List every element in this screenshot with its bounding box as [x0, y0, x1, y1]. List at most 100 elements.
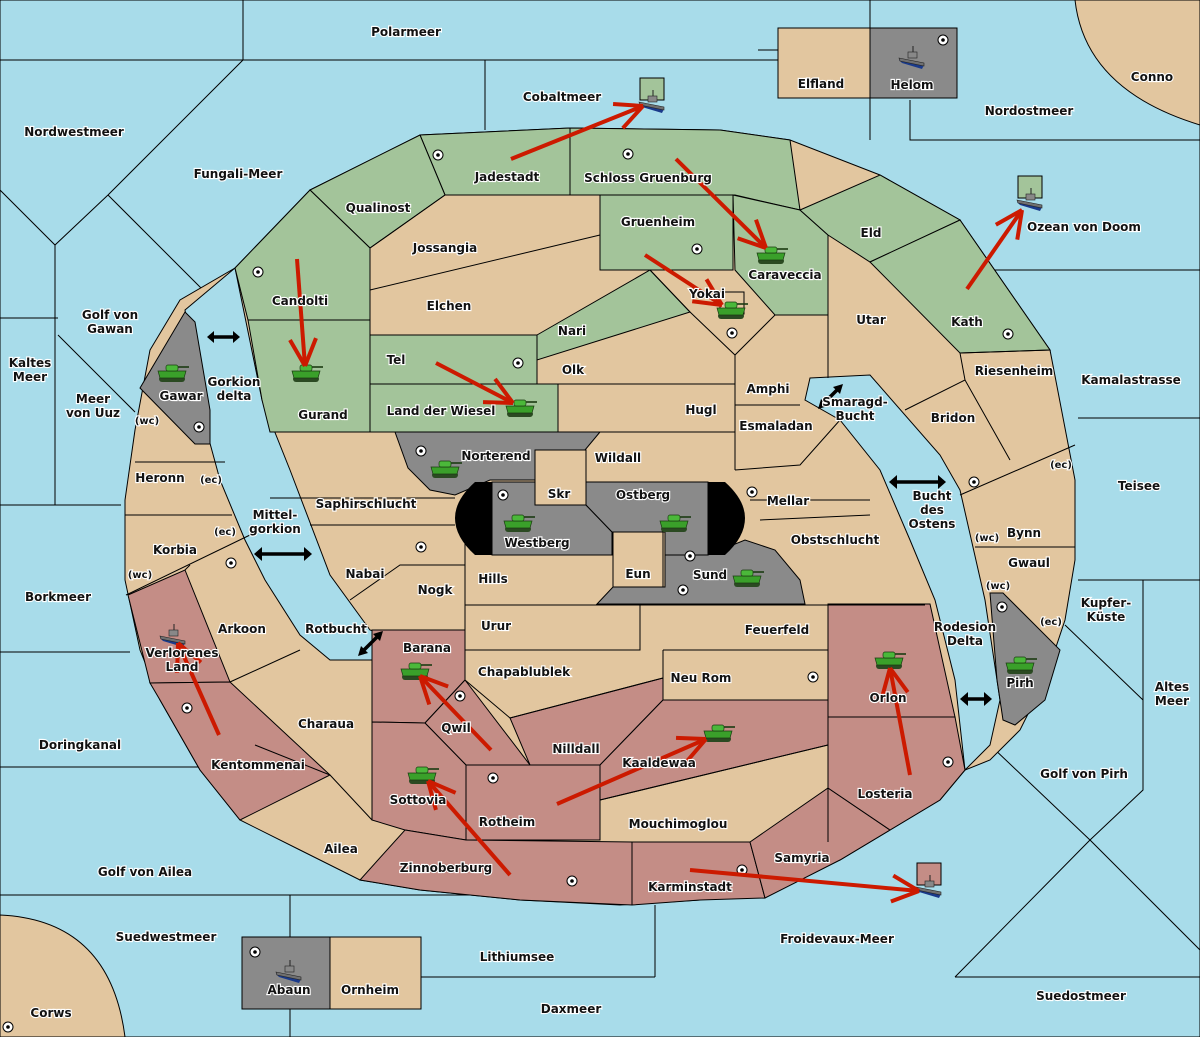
label-conno: Conno: [1131, 70, 1173, 84]
supply-center-icon: [454, 690, 466, 702]
army-tank-icon[interactable]: [756, 246, 788, 264]
label-utar: Utar: [856, 313, 886, 327]
label-nilldall: Nilldall: [552, 742, 599, 756]
impassable-west: [455, 482, 492, 555]
supply-center-icon: [1002, 328, 1014, 340]
label-urur: Urur: [481, 619, 511, 633]
province-eun[interactable]: [612, 531, 664, 588]
army-tank-icon[interactable]: [505, 399, 537, 417]
fleet-icon[interactable]: [915, 875, 942, 898]
label-korbia: Korbia: [153, 543, 197, 557]
supply-center-icon: [2, 1021, 14, 1033]
label-feuerfeld: Feuerfeld: [745, 623, 810, 637]
label-nogk: Nogk: [418, 583, 454, 597]
supply-center-icon: [432, 149, 444, 161]
label-candolti: Candolti: [272, 294, 328, 308]
label-gruenheim: Gruenheim: [621, 215, 695, 229]
supply-center-icon: [622, 148, 634, 160]
army-tank-icon[interactable]: [1005, 656, 1037, 674]
label-sottovia: Sottovia: [390, 793, 447, 807]
label-hugl: Hugl: [685, 403, 716, 417]
province-zinnoberburg[interactable]: [359, 829, 633, 906]
supply-center-icon: [677, 584, 689, 596]
supply-center-icon: [942, 756, 954, 768]
supply-center-icon: [252, 266, 264, 278]
units: [157, 46, 1043, 983]
province-norterend[interactable]: [394, 431, 602, 496]
province-jadestadt[interactable]: [419, 127, 571, 196]
label-zinnoberburg: Zinnoberburg: [400, 861, 492, 875]
label-gwaul: Gwaul: [1008, 556, 1050, 570]
coast-tag-ec: (ec): [214, 527, 236, 538]
supply-center-icon: [415, 541, 427, 553]
label-esmaladan: Esmaladan: [739, 419, 812, 433]
label-kupfer-k-ste: Kupfer-Küste: [1081, 596, 1131, 624]
label-froidevaux-meer: Froidevaux-Meer: [780, 932, 894, 946]
label-suedwestmeer: Suedwestmeer: [116, 930, 217, 944]
province-ornheim[interactable]: [329, 936, 422, 1010]
label-elfland: Elfland: [798, 77, 844, 91]
label-riesenheim: Riesenheim: [975, 364, 1054, 378]
supply-center-icon: [996, 601, 1008, 613]
label-ozean-von-doom: Ozean von Doom: [1027, 220, 1141, 234]
label-jossangia: Jossangia: [412, 241, 477, 255]
label-kentommenai: Kentommenai: [211, 758, 305, 772]
province-samyria[interactable]: [749, 787, 891, 899]
label-ailea: Ailea: [324, 842, 358, 856]
army-tank-icon[interactable]: [874, 651, 906, 669]
label-ornheim: Ornheim: [341, 983, 399, 997]
province-karminstadt[interactable]: [631, 841, 766, 906]
label-karminstadt: Karminstadt: [648, 880, 732, 894]
label-samyria: Samyria: [774, 851, 829, 865]
army-tank-icon[interactable]: [407, 766, 439, 784]
fleet-icon[interactable]: [275, 960, 302, 983]
label-doringkanal: Doringkanal: [39, 738, 121, 752]
fleet-icon[interactable]: [1016, 188, 1043, 211]
label-suedostmeer: Suedostmeer: [1036, 989, 1126, 1003]
province-skr[interactable]: [534, 449, 587, 506]
order-arrow: [435, 361, 515, 405]
army-tank-icon[interactable]: [291, 364, 323, 382]
label-mouchimoglou: Mouchimoglou: [629, 817, 728, 831]
order-arrow: [880, 666, 912, 776]
order-arrow: [643, 253, 724, 307]
province-conno[interactable]: [1074, 0, 1200, 126]
army-tank-icon[interactable]: [430, 460, 462, 478]
label-hills: Hills: [478, 572, 508, 586]
province-corws[interactable]: [0, 914, 126, 1037]
neutral-borders: [125, 194, 1076, 842]
label-sund: Sund: [693, 568, 727, 582]
army-tank-icon[interactable]: [157, 364, 189, 382]
army-tank-icon[interactable]: [503, 514, 535, 532]
label-golf-von-ailea: Golf von Ailea: [98, 865, 192, 879]
label-gurand: Gurand: [298, 408, 348, 422]
label-tel: Tel: [387, 353, 406, 367]
province-elfland[interactable]: [777, 27, 871, 99]
order-arrow: [175, 641, 221, 736]
label-kath: Kath: [951, 315, 983, 329]
province-gruenheim[interactable]: [599, 194, 734, 271]
order-arrow: [426, 779, 512, 877]
supply-center-icon: [746, 486, 758, 498]
label-norterend: Norterend: [461, 449, 530, 463]
supply-center-icon: [691, 243, 703, 255]
army-tank-icon[interactable]: [716, 301, 748, 319]
fleet-icon[interactable]: [898, 46, 925, 69]
label-losteria: Losteria: [857, 787, 912, 801]
army-tank-icon[interactable]: [703, 724, 735, 742]
army-tank-icon[interactable]: [732, 569, 764, 587]
coast-tag-ec: (ec): [200, 475, 222, 486]
label-ostberg: Ostberg: [616, 488, 670, 502]
order-arrow: [418, 674, 493, 752]
army-tank-icon[interactable]: [659, 514, 691, 532]
label-polarmeer: Polarmeer: [371, 25, 441, 39]
label-heronn: Heronn: [135, 471, 184, 485]
coast-tag-ec: (ec): [1040, 617, 1062, 628]
label-qualinost: Qualinost: [346, 201, 411, 215]
label-corws: Corws: [30, 1006, 71, 1020]
